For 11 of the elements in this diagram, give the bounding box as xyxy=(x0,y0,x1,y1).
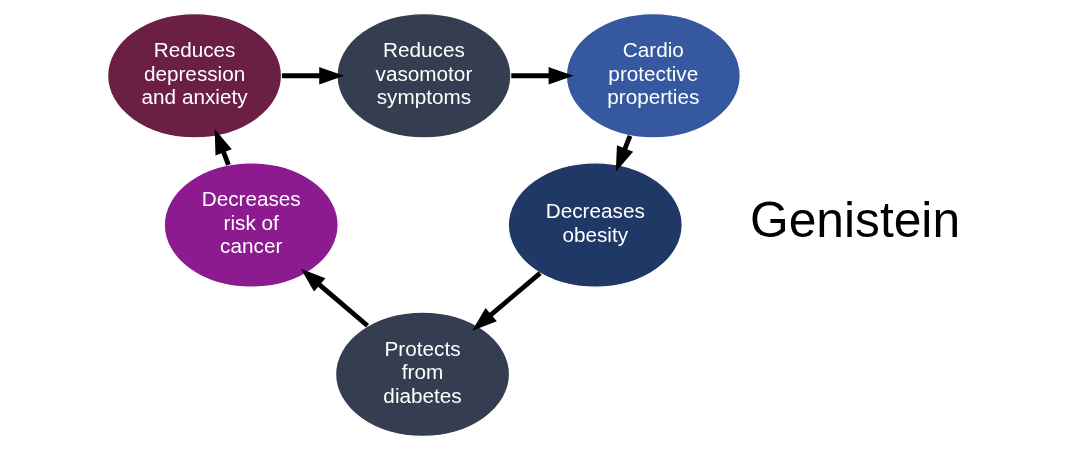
node-ellipse: Protects from diabetes xyxy=(334,311,511,438)
arrow xyxy=(472,271,542,331)
arrow xyxy=(281,67,345,85)
node-ellipse: Decreases risk of cancer xyxy=(163,162,339,288)
label: Genistein xyxy=(749,192,961,249)
node-ellipse: Reduces vasomotor symptoms xyxy=(336,12,512,139)
node-ellipse: Decreases obesity xyxy=(507,162,683,288)
node-ellipse: Reduces depression and anxiety xyxy=(106,12,283,139)
arrow xyxy=(511,67,574,85)
node-ellipse: Cardio protective properties xyxy=(565,12,742,139)
arrow xyxy=(300,268,370,328)
